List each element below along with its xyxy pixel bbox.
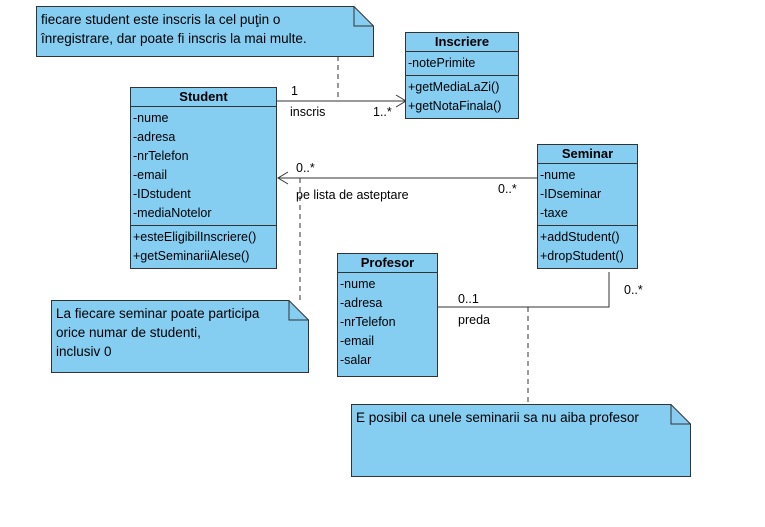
attribute: -taxe — [540, 206, 568, 220]
class-student-operations: +esteEligibilInscriere() +getSeminariiAl… — [131, 226, 276, 268]
attribute: -notePrimite — [408, 56, 476, 70]
class-inscriere-operations: +getMediaLaZi() +getNotaFinala() — [406, 76, 518, 118]
attribute: -IDseminar — [540, 187, 602, 201]
attribute: -nrTelefon — [340, 315, 396, 329]
inscris-name: inscris — [290, 105, 326, 119]
note-participants-shape — [51, 300, 309, 373]
attribute: -nume — [540, 168, 576, 182]
class-seminar-attributes: -nume -IDseminar -taxe — [538, 164, 637, 226]
class-inscriere-attributes: -notePrimite — [406, 52, 518, 76]
note-professor[interactable]: E posibil ca unele seminarii sa nu aiba … — [351, 404, 691, 477]
operation: +esteEligibilInscriere() — [133, 230, 257, 244]
waitlist-name: pe lista de asteptare — [296, 188, 409, 202]
inscris-mult-inscriere: 1..* — [373, 105, 392, 119]
note-enrollment-shape — [36, 6, 374, 57]
class-profesor-attributes: -nume -adresa -nrTelefon -email -salar — [338, 273, 437, 372]
operation: +addStudent() — [540, 230, 620, 244]
note-participants[interactable]: La fiecare seminar poate participa orice… — [51, 300, 309, 373]
attribute: -email — [133, 168, 168, 182]
class-seminar[interactable]: Seminar -nume -IDseminar -taxe +addStude… — [537, 144, 638, 269]
class-student-name: Student — [131, 88, 276, 107]
class-profesor-name: Profesor — [338, 254, 437, 273]
class-inscriere[interactable]: Inscriere -notePrimite +getMediaLaZi() +… — [405, 32, 519, 119]
assoc-preda-line — [438, 272, 610, 308]
operation: +getSeminariiAlese() — [133, 249, 250, 263]
preda-mult-profesor: 0..1 — [458, 292, 479, 306]
class-student[interactable]: Student -nume -adresa -nrTelefon -email … — [130, 87, 277, 269]
attribute: -nume — [133, 111, 169, 125]
class-inscriere-name: Inscriere — [406, 33, 518, 52]
note-enrollment-text: fiecare student este inscris la cel puţi… — [41, 12, 307, 46]
attribute: -salar — [340, 353, 372, 367]
operation: +getMediaLaZi() — [408, 80, 500, 94]
preda-mult-seminar: 0..* — [624, 283, 643, 297]
class-seminar-name: Seminar — [538, 145, 637, 164]
waitlist-mult-student: 0..* — [296, 161, 315, 175]
preda-name: preda — [458, 313, 490, 327]
assoc-waitlist-arrowhead — [277, 171, 289, 185]
attribute: -mediaNotelor — [133, 206, 212, 220]
note-participants-text: La fiecare seminar poate participa orice… — [56, 306, 260, 359]
attribute: -IDstudent — [133, 187, 191, 201]
inscris-mult-student: 1 — [291, 84, 298, 98]
operation: +dropStudent() — [540, 249, 624, 263]
note-professor-text: E posibil ca unele seminarii sa nu aiba … — [356, 410, 639, 425]
attribute: -adresa — [340, 296, 383, 310]
note-enrollment[interactable]: fiecare student este inscris la cel puţi… — [36, 6, 374, 57]
operation: +getNotaFinala() — [408, 99, 502, 113]
attribute: -adresa — [133, 130, 176, 144]
class-seminar-operations: +addStudent() +dropStudent() — [538, 226, 637, 268]
note-professor-shape — [351, 404, 691, 477]
class-student-attributes: -nume -adresa -nrTelefon -email -IDstude… — [131, 107, 276, 226]
attribute: -nrTelefon — [133, 149, 189, 163]
class-profesor[interactable]: Profesor -nume -adresa -nrTelefon -email… — [337, 253, 438, 377]
waitlist-mult-seminar: 0..* — [498, 182, 517, 196]
attribute: -email — [340, 334, 375, 348]
attribute: -nume — [340, 277, 376, 291]
